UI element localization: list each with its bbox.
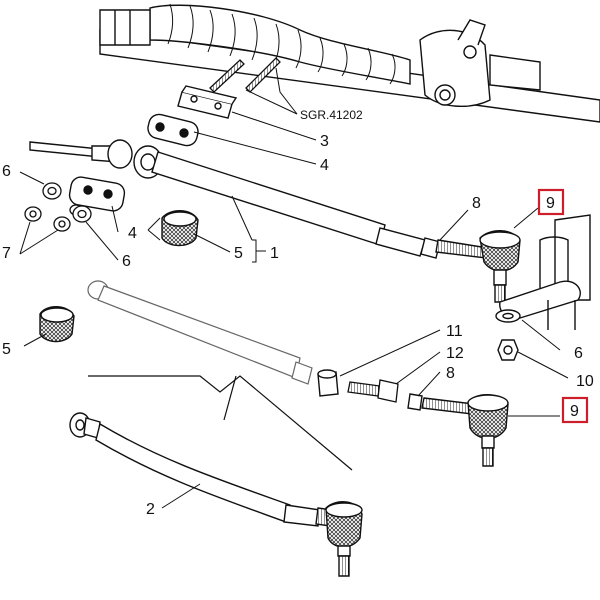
bush-upper	[161, 210, 199, 247]
tie-rod-upper	[29, 139, 489, 259]
adjuster-sleeve	[317, 369, 339, 397]
bush-lower	[39, 306, 75, 343]
callout-4-lower: 4	[128, 225, 137, 242]
leader-lines	[19, 67, 569, 509]
callout-6-right: 6	[574, 345, 583, 362]
callout-10: 10	[576, 373, 594, 390]
callout-9-lower-box: 9	[561, 396, 589, 424]
callout-6-left-top: 6	[2, 163, 11, 180]
clamp-nut-lower	[407, 393, 475, 415]
adjuster-screw	[347, 379, 399, 403]
mounting-studs	[209, 57, 281, 93]
callout-5-upper: 5	[234, 245, 243, 262]
section-bracket	[88, 375, 353, 471]
callout-6-left-mid: 6	[122, 253, 131, 270]
ball-joint-upper	[479, 230, 521, 303]
callout-5-lower: 5	[2, 341, 11, 358]
callout-8-lower: 8	[446, 365, 455, 382]
reference-code-label: SGR.41202	[300, 108, 363, 122]
callout-7: 7	[2, 245, 11, 262]
link-plate-lower	[68, 176, 126, 212]
knuckle-nut	[497, 339, 519, 361]
callout-4-upper: 4	[320, 157, 329, 174]
callout-2: 2	[146, 501, 155, 518]
callout-9-upper: 9	[546, 195, 555, 212]
steering-rack	[99, 3, 600, 123]
tie-rod-lower	[69, 412, 333, 527]
callout-12: 12	[446, 345, 464, 362]
link-plate-upper	[147, 113, 199, 147]
ball-joint-assembled	[325, 501, 363, 577]
tie-rod-ghost	[87, 280, 313, 385]
knuckle-washer	[495, 309, 521, 323]
ball-joint-lower	[467, 394, 509, 467]
mounting-plate	[177, 85, 238, 119]
callout-9-lower: 9	[570, 403, 579, 420]
callout-9-upper-box: 9	[537, 188, 565, 216]
callout-8-upper: 8	[472, 195, 481, 212]
callout-11: 11	[446, 323, 463, 340]
callout-3: 3	[320, 133, 329, 150]
callout-1: 1	[270, 245, 279, 262]
